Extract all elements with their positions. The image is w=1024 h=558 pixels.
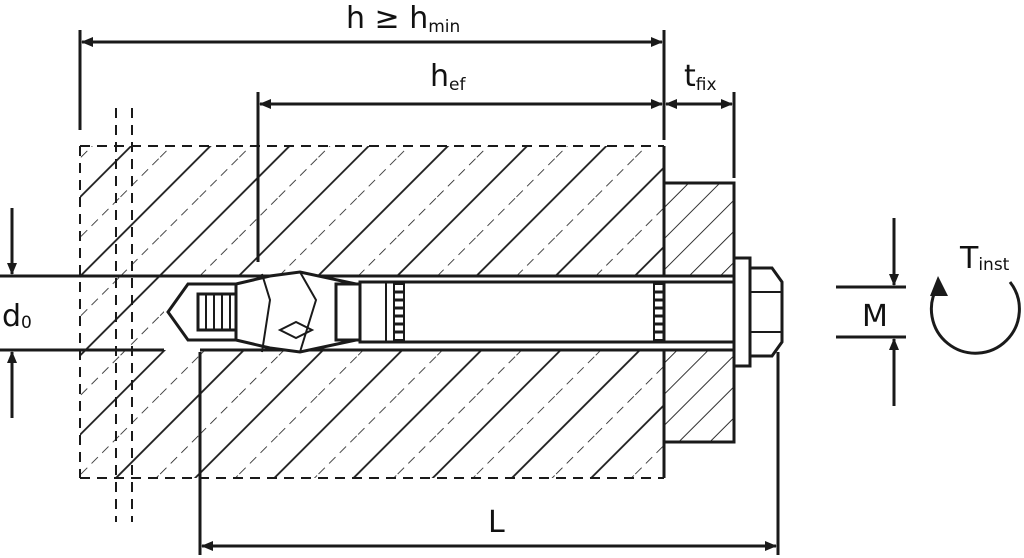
break-lines — [115, 108, 133, 522]
label-torque-main: T — [959, 241, 979, 276]
dimension-thread — [836, 218, 906, 406]
label-length: L — [488, 505, 505, 540]
dimension-d0 — [0, 208, 80, 418]
label-h-ef-main: h — [430, 59, 449, 94]
label-d0: d0 — [2, 299, 32, 334]
knurl-band-left — [393, 283, 405, 341]
label-t-fix: tfix — [684, 59, 717, 95]
label-h-ef: hef — [430, 59, 466, 95]
anchor-bolt — [166, 256, 784, 368]
label-h-min-main: h ≥ h — [346, 1, 428, 36]
label-d0-sub: 0 — [21, 313, 32, 333]
label-torque-sub: inst — [978, 255, 1009, 275]
dimension-length — [198, 352, 780, 555]
dimension-h-ef — [256, 92, 663, 262]
fixture-plate — [662, 181, 736, 444]
label-thread: M — [862, 299, 888, 334]
label-d0-main: d — [2, 299, 21, 334]
label-h-ef-sub: ef — [449, 75, 466, 95]
dimension-h-min — [78, 30, 666, 140]
label-torque: Tinst — [959, 241, 1010, 276]
label-h-min-sub: min — [428, 17, 460, 37]
label-h-min: h ≥ hmin — [346, 1, 460, 37]
label-t-fix-main: t — [684, 59, 696, 94]
label-t-fix-sub: fix — [696, 75, 717, 95]
dimension-t-fix — [665, 92, 736, 178]
torque-rotation-icon — [929, 276, 1021, 355]
